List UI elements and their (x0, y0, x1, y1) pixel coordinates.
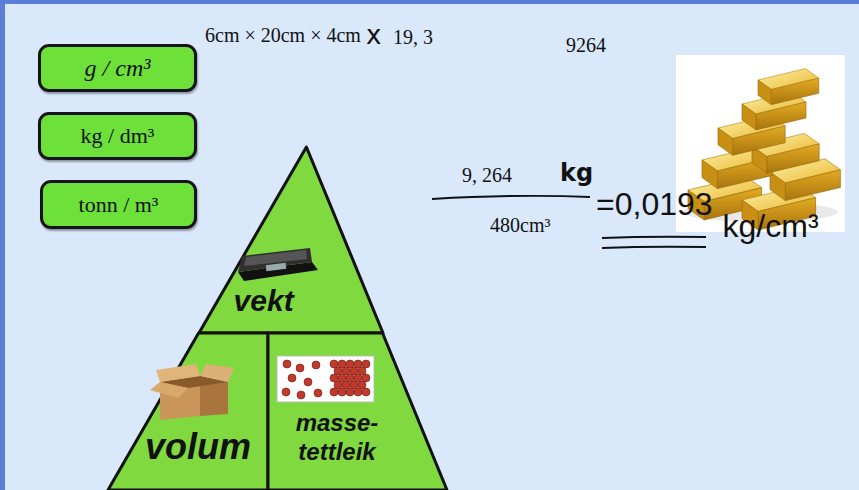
unit-label: kg / dm³ (81, 123, 155, 149)
frame-left (0, 0, 5, 490)
volume-section: volum (108, 333, 268, 490)
unit-label: tonn / m³ (79, 192, 159, 218)
product-value: 9264 (566, 34, 606, 57)
unit-label: g / cm³ (85, 55, 151, 82)
unit-box: tonn / m³ (40, 180, 197, 229)
times-sign: x (366, 21, 381, 51)
answer-underline (602, 247, 706, 248)
section-label: vekt (234, 283, 294, 319)
unit-box: g / cm³ (38, 44, 197, 92)
result-unit: kg/cm³ (723, 208, 819, 245)
numerator-value: 9, 264 (462, 164, 512, 187)
result-value: =0,0193 (596, 186, 713, 223)
frame-top (0, 0, 859, 4)
denominator-value: 480cm³ (490, 214, 550, 237)
unit-handwritten: kg (560, 160, 593, 188)
scale-icon (238, 248, 318, 281)
section-label: volum (145, 425, 251, 468)
particle-picture (277, 356, 374, 402)
fraction-line (432, 196, 590, 199)
weight-section: vekt (199, 147, 383, 333)
answer-underline (602, 237, 706, 238)
section-label: masse- tettleik (285, 409, 389, 467)
dimensions-text: 6cm × 20cm × 4cm (205, 24, 361, 47)
density-value: 19, 3 (393, 26, 433, 49)
box-icon (150, 364, 234, 420)
density-section: masse- tettleik (268, 333, 447, 490)
unit-box: kg / dm³ (38, 112, 197, 160)
